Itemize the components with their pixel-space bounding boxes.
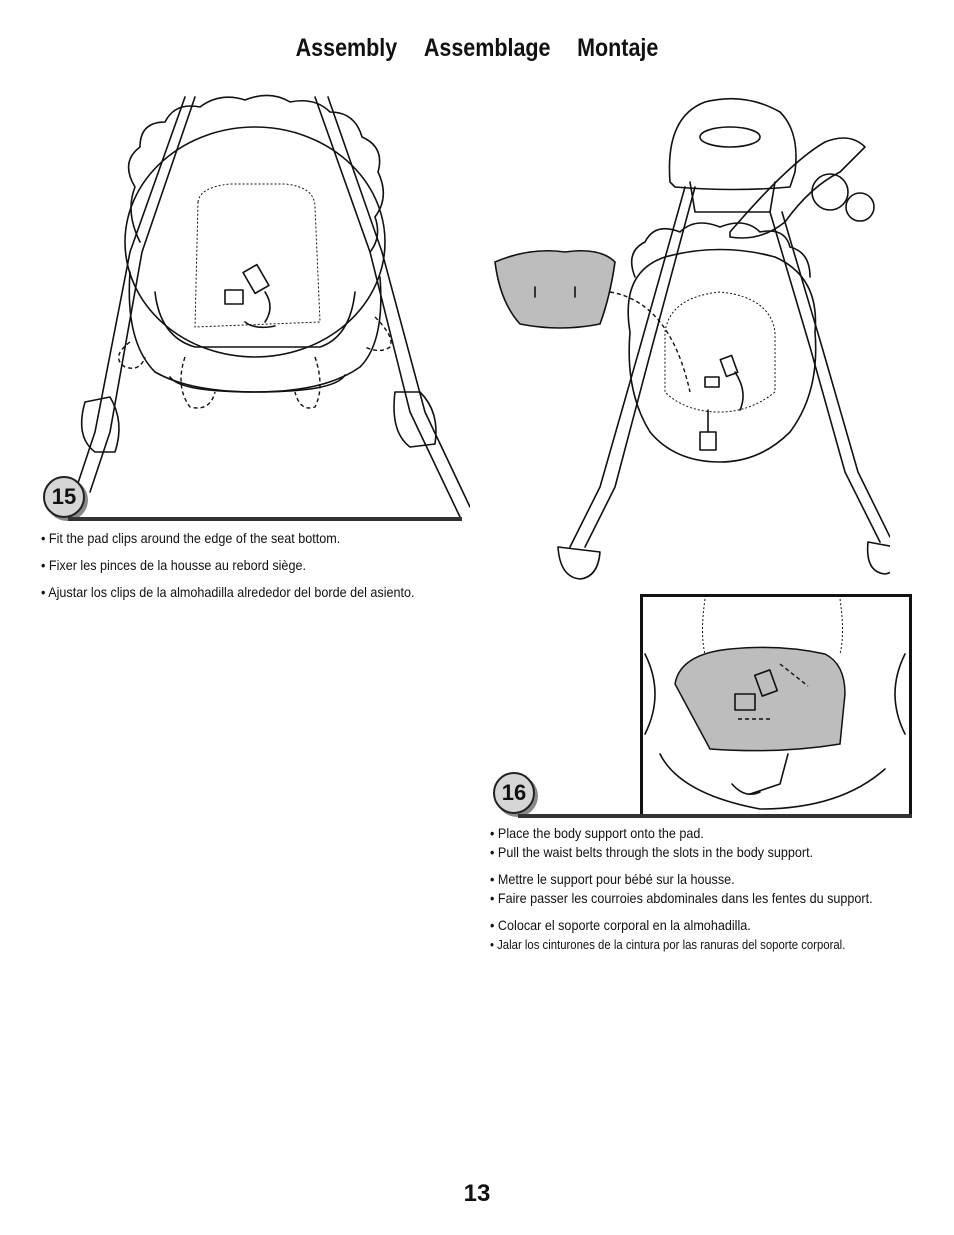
- step-15-bullet-fr: • Fixer les pinces de la housse au rebor…: [41, 557, 306, 573]
- step-16-bullet-es-2: • Jalar los cinturones de la cintura por…: [490, 937, 846, 952]
- step-16-bullet-fr-2: • Faire passer les courroies abdominales…: [490, 890, 873, 906]
- step-15-instructions: • Fit the pad clips around the edge of t…: [41, 529, 415, 602]
- step15-illustration: [74, 94, 470, 518]
- step-15-bullet-en: • Fit the pad clips around the edge of t…: [41, 530, 341, 546]
- step-16-bullet-es-1: • Colocar el soporte corporal en la almo…: [490, 917, 751, 933]
- step-16-instructions: • Place the body support onto the pad. •…: [490, 824, 873, 954]
- step-15-divider: [68, 517, 462, 521]
- step16-illustration: [494, 97, 890, 580]
- page-title: Assembly Assemblage Montaje: [67, 34, 887, 63]
- title-spanish: Montaje: [577, 34, 659, 62]
- step-16-bullet-en-1: • Place the body support onto the pad.: [490, 825, 704, 841]
- step-15-bullet-es: • Ajustar los clips de la almohadilla al…: [41, 584, 415, 600]
- step-16-bullet-fr-1: • Mettre le support pour bébé sur la hou…: [490, 871, 735, 887]
- step16-inset-detail: [640, 594, 912, 818]
- page-number: 13: [463, 1180, 491, 1207]
- step-16-divider: [518, 814, 912, 818]
- step-15-badge: 15: [43, 476, 85, 518]
- step-16-bullet-en-2: • Pull the waist belts through the slots…: [490, 844, 814, 860]
- title-french: Assemblage: [423, 34, 551, 62]
- step-16-badge: 16: [493, 772, 535, 814]
- title-english: Assembly: [295, 34, 398, 62]
